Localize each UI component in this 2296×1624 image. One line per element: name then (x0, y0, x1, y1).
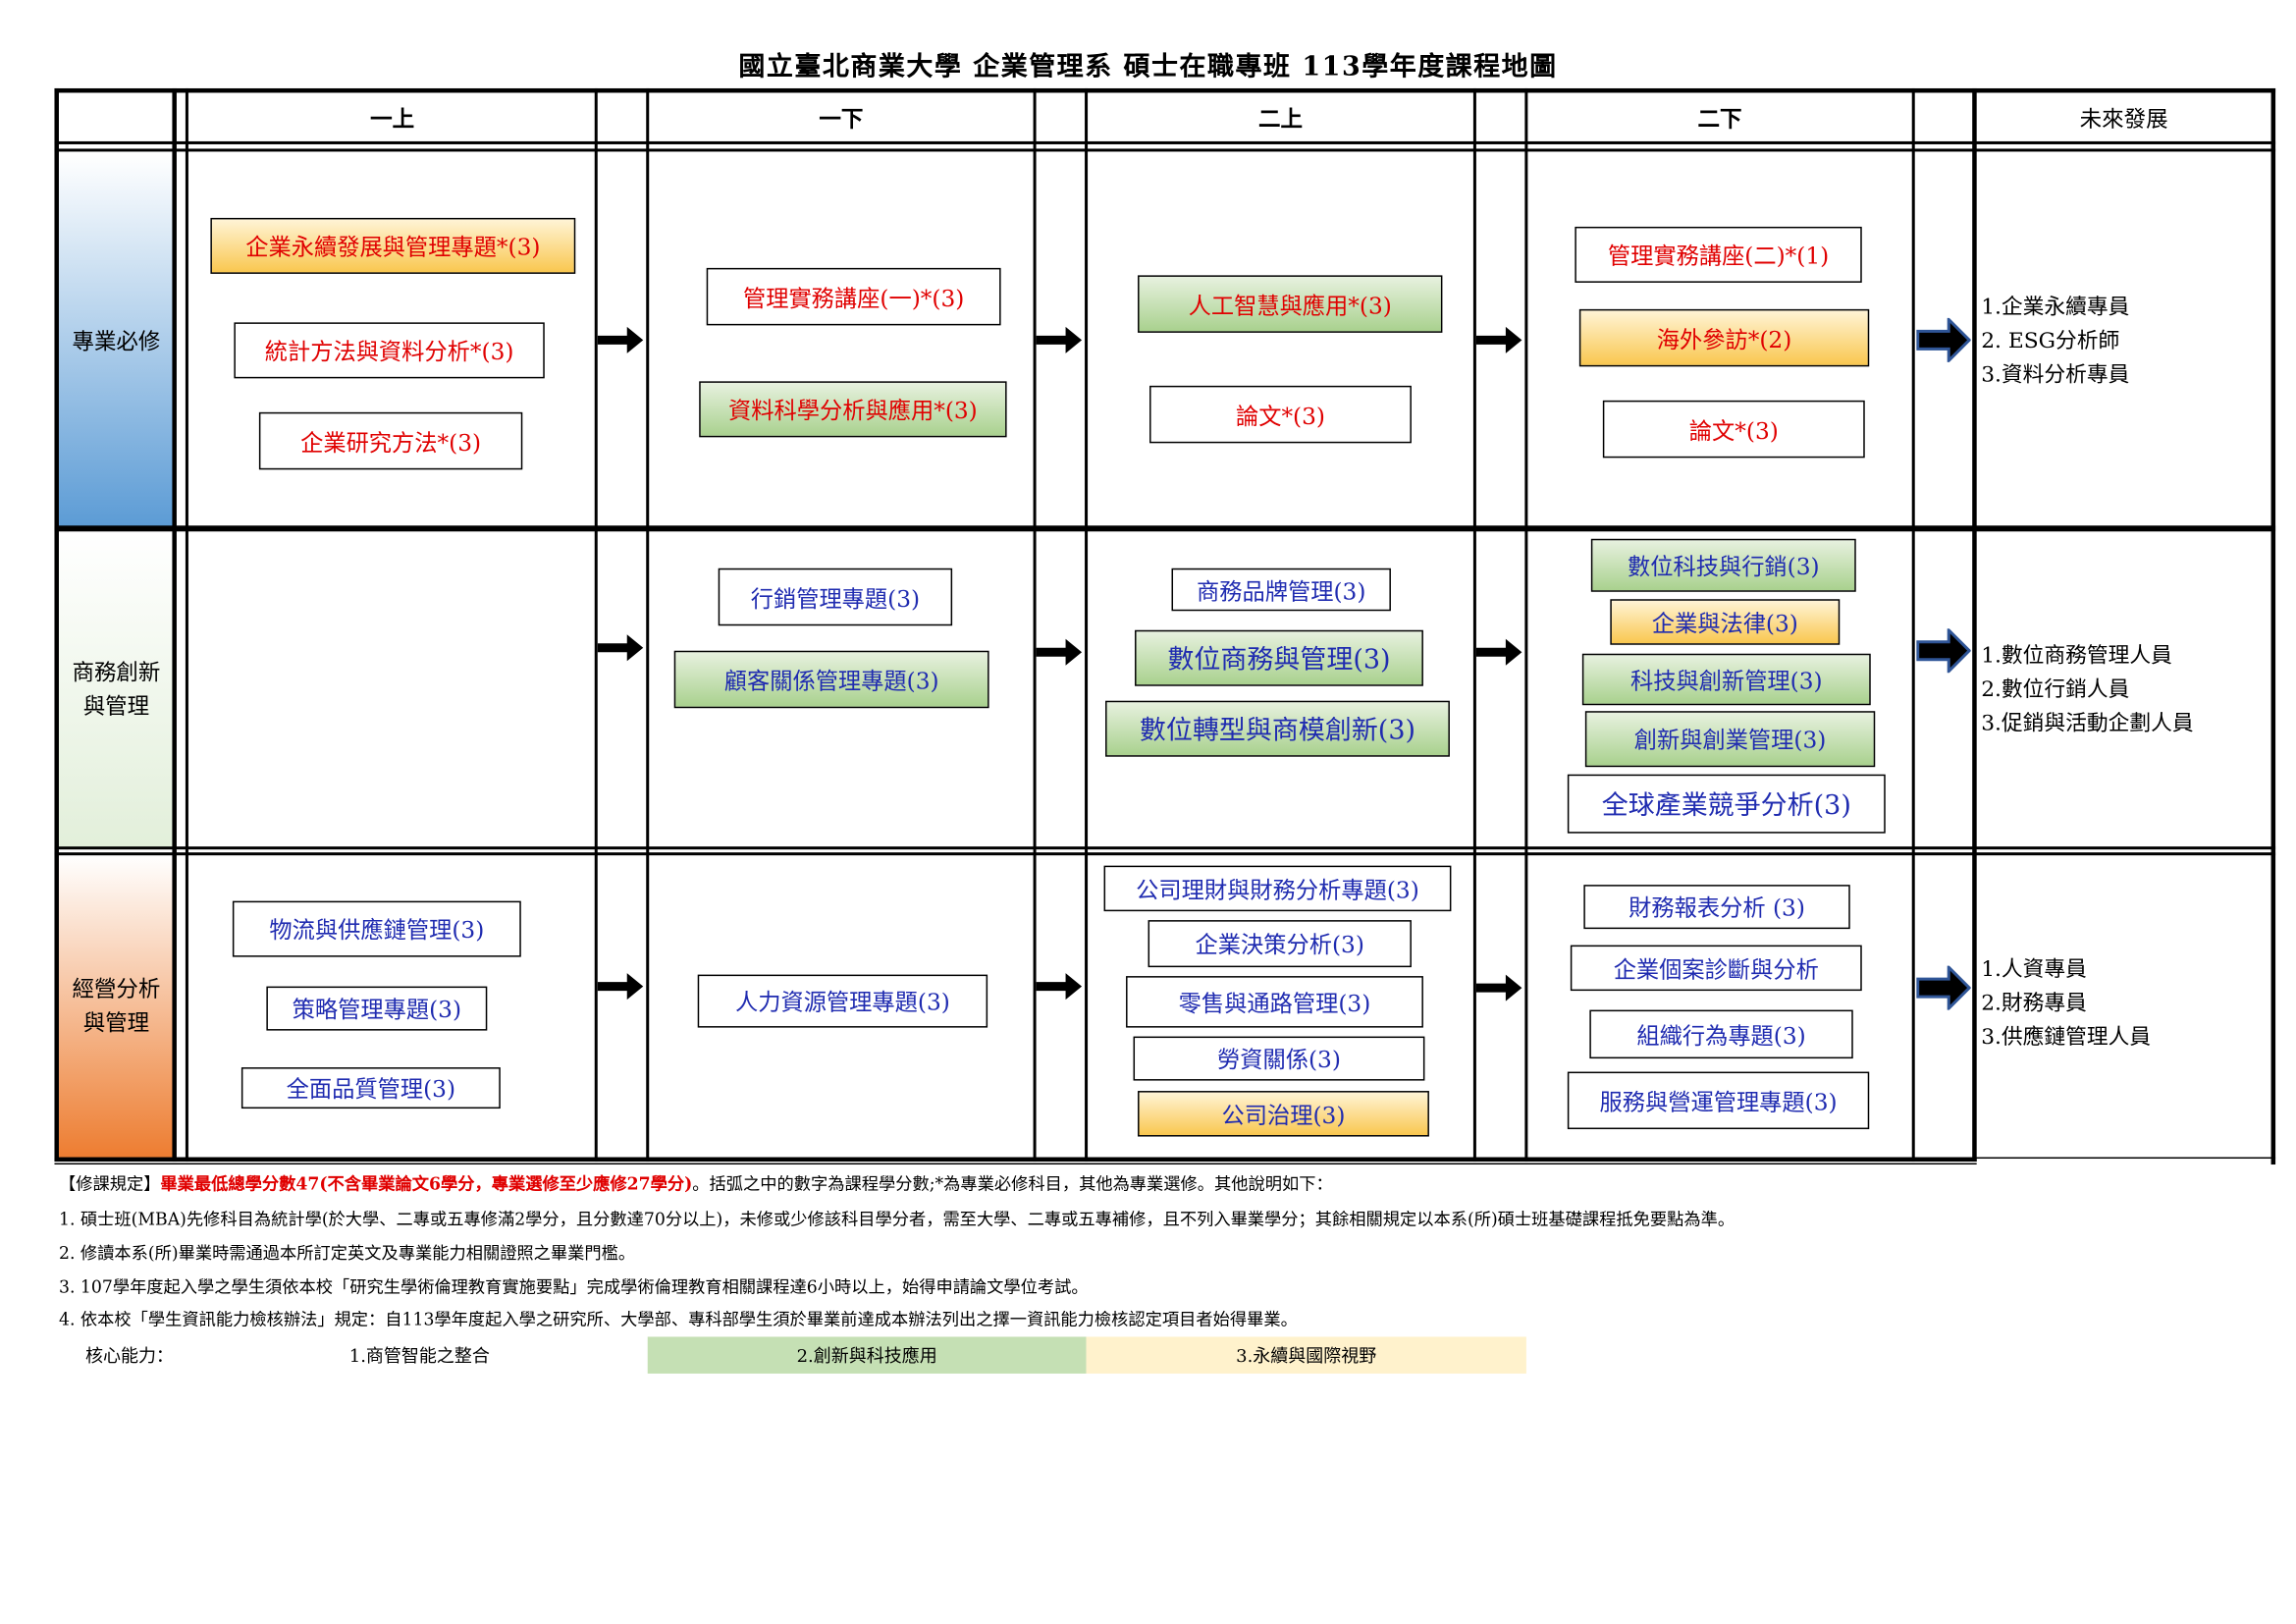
core-label: 核心能力： (84, 1345, 174, 1367)
course-box: 管理實務講座(二)*(1) (1575, 226, 1862, 283)
course-box: 人力資源管理專題(3) (697, 974, 988, 1028)
course-box: 商務品牌管理(3) (1171, 568, 1391, 612)
future-list-operations: 1.人資專員 2.財務專員 3.供應鏈管理人員 (1981, 954, 2151, 1056)
course-box: 財務報表分析 (3) (1583, 885, 1850, 930)
course-box: 科技與創新管理(3) (1581, 653, 1871, 706)
header-y2-fall: 二上 (1257, 105, 1303, 133)
row-label-text: 專業必修 (72, 327, 161, 354)
arrow-right-icon (597, 973, 644, 1001)
core-item-2: 2.創新與科技應用 (647, 1336, 1087, 1374)
arrow-right-icon (597, 326, 644, 353)
course-box: 行銷管理專題(3) (718, 568, 953, 626)
future-list-innovation: 1.數位商務管理人員 2.數位行銷人員 3.促銷與活動企劃人員 (1981, 640, 2193, 741)
course-box: 資料科學分析與應用*(3) (699, 381, 1007, 438)
course-box: 公司治理(3) (1138, 1091, 1429, 1137)
course-box: 零售與通路管理(3) (1126, 976, 1423, 1028)
course-box: 全面品質管理(3) (240, 1067, 501, 1110)
core-item-3: 3.永續與國際視野 (1086, 1336, 1526, 1374)
rule-prefix: 【修課規定】 (58, 1173, 161, 1195)
future-item: 2.數位行銷人員 (1981, 678, 2130, 703)
future-item: 1.數位商務管理人員 (1981, 644, 2172, 669)
course-box: 數位科技與行銷(3) (1590, 538, 1856, 592)
course-box: 創新與創業管理(3) (1584, 711, 1876, 768)
future-item: 2.財務專員 (1981, 992, 2087, 1016)
future-item: 3.供應鏈管理人員 (1981, 1026, 2152, 1051)
future-arrow-icon (1916, 628, 1971, 674)
future-item: 1.企業永續專員 (1981, 296, 2130, 320)
note-item: 2. 修讀本系(所)畢業時需通過本所訂定英文及專業能力相關證照之畢業門檻。 (58, 1242, 636, 1264)
future-item: 2. ESG分析師 (1981, 329, 2120, 353)
note-item: 1. 碩士班(MBA)先修科目為統計學(於大學、二專或五專修滿2學分，且分數達7… (58, 1209, 1735, 1229)
course-box: 顧客關係管理專題(3) (673, 650, 989, 709)
course-box: 論文*(3) (1602, 400, 1865, 459)
course-box: 統計方法與資料分析*(3) (234, 322, 545, 379)
header-future: 未來發展 (2079, 105, 2168, 133)
course-box: 企業研究方法*(3) (258, 411, 523, 470)
row-label-text: 與管理 (82, 1008, 150, 1036)
rule-suffix: 。括弧之中的數字為課程學分數;*為專業必修科目，其他為專業選修。其他說明如下： (692, 1173, 1333, 1195)
note-item: 3. 107學年度起入學之學生須依本校「研究生學術倫理教育實施要點」完成學術倫理… (58, 1275, 1089, 1297)
course-box: 服務與營運管理專題(3) (1567, 1071, 1870, 1130)
future-item: 1.人資專員 (1981, 958, 2087, 983)
header-y1-fall: 一上 (370, 105, 415, 133)
course-box: 全球產業競爭分析(3) (1567, 774, 1886, 834)
arrow-right-icon (1475, 638, 1522, 666)
row-label-innovation: 商務創新與管理 (58, 532, 174, 848)
arrow-right-icon (597, 634, 644, 662)
row-label-required: 專業必修 (58, 154, 174, 529)
future-list-required: 1.企業永續專員 2. ESG分析師 3.資料分析專員 (1981, 292, 2129, 393)
header-y2-spring: 二下 (1697, 105, 1742, 133)
rule-highlight: 畢業最低總學分數47(不含畢業論文6學分，專業選修至少應修27學分) (160, 1173, 693, 1195)
course-box: 數位商務與管理(3) (1135, 629, 1423, 686)
arrow-right-icon (1036, 638, 1083, 666)
future-item: 3.促銷與活動企劃人員 (1981, 712, 2194, 736)
course-box: 勞資關係(3) (1133, 1036, 1425, 1081)
arrow-right-icon (1036, 973, 1083, 1001)
arrow-right-icon (1475, 326, 1522, 353)
future-arrow-icon (1916, 317, 1971, 362)
page-title: 國立臺北商業大學 企業管理系 碩士在職專班 113學年度課程地圖 (738, 51, 1558, 82)
course-box: 公司理財與財務分析專題(3) (1103, 865, 1452, 912)
header-y1-spring: 一下 (819, 105, 864, 133)
course-box: 企業永續發展與管理專題*(3) (210, 217, 576, 274)
course-box: 人工智慧與應用*(3) (1138, 275, 1443, 333)
row-label-text: 經營分析 (72, 975, 161, 1002)
row-label-text: 商務創新 (72, 659, 161, 686)
course-box: 物流與供應鏈管理(3) (232, 900, 521, 957)
course-box: 企業決策分析(3) (1148, 920, 1412, 968)
course-box: 論文*(3) (1149, 385, 1412, 444)
arrow-right-icon (1036, 326, 1083, 353)
course-box: 海外參訪*(2) (1578, 308, 1870, 367)
course-box: 管理實務講座(一)*(3) (706, 267, 1001, 326)
core-item-1: 1.商管智能之整合 (205, 1336, 633, 1374)
course-box: 數位轉型與商模創新(3) (1105, 700, 1450, 757)
row-label-text: 與管理 (82, 693, 150, 721)
course-box: 策略管理專題(3) (266, 986, 488, 1031)
future-arrow-icon (1916, 965, 1971, 1010)
note-item: 4. 依本校「學生資訊能力檢核辦法」規定：自113學年度起入學之研究所、大學部、… (58, 1308, 1298, 1329)
arrow-right-icon (1475, 974, 1522, 1001)
course-box: 企業與法律(3) (1610, 599, 1841, 645)
graduation-rule: 【修課規定】畢業最低總學分數47(不含畢業論文6學分，專業選修至少應修27學分)… (59, 1172, 1333, 1196)
future-item: 3.資料分析專員 (1981, 363, 2130, 388)
course-box: 企業個案診斷與分析 (1570, 945, 1862, 992)
course-box: 組織行為專題(3) (1589, 1009, 1853, 1059)
row-label-operations: 經營分析與管理 (58, 855, 174, 1158)
